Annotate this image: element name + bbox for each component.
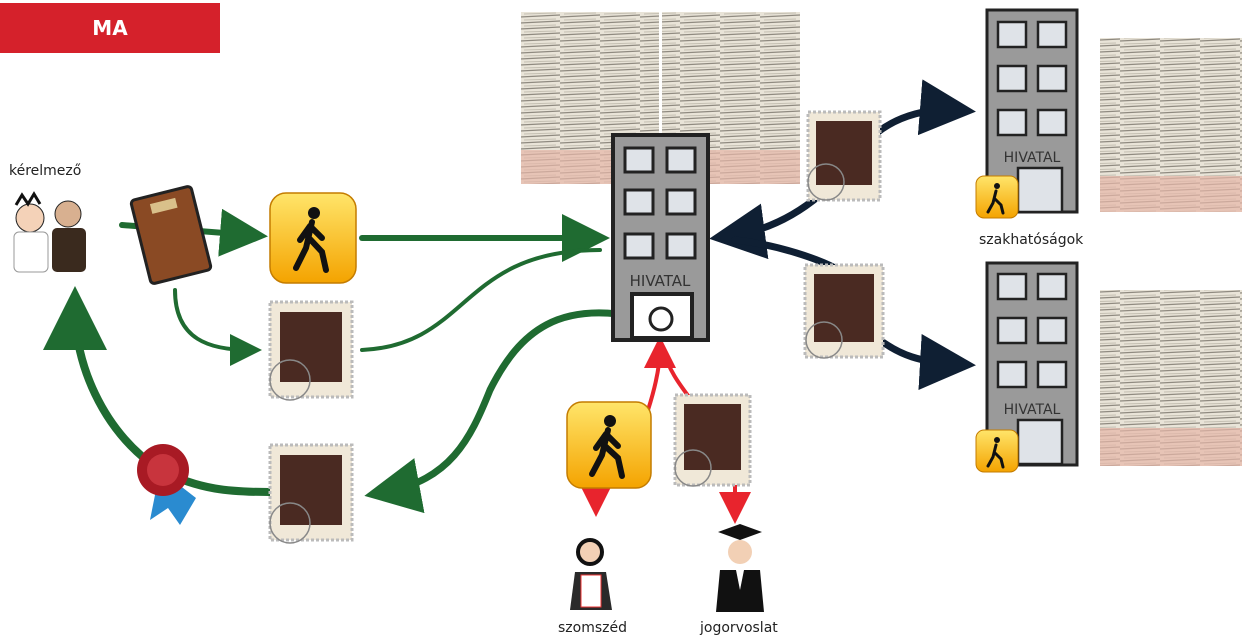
stamp-icon	[673, 393, 752, 487]
stamp-icon	[806, 110, 882, 202]
authority-building-top-label: HIVATAL	[1004, 150, 1061, 166]
appeal-label: jogorvoslat	[700, 620, 778, 636]
stamp-icon	[268, 300, 354, 401]
neighbor-icon	[570, 538, 612, 610]
paper-stack-icon	[1100, 38, 1242, 212]
folder-icon	[129, 185, 213, 285]
paper-stack-icon	[1100, 290, 1242, 466]
lawyer-icon	[716, 524, 764, 612]
seal-icon	[137, 444, 196, 525]
stamp-icon	[268, 443, 354, 544]
stamp-icon	[803, 263, 885, 359]
pedestrian-icon	[269, 192, 357, 284]
authority-building-bottom-label: HIVATAL	[1004, 402, 1061, 418]
pedestrian-icon	[975, 429, 1019, 473]
pedestrian-icon	[566, 401, 652, 489]
applicant-icon	[13, 191, 86, 273]
title-banner: MA	[0, 3, 220, 53]
main-building: HIVATAL	[611, 133, 710, 342]
banner-label: MA	[92, 16, 128, 40]
authorities-label: szakhatóságok	[979, 232, 1084, 248]
neighbor-label: szomszéd	[558, 620, 627, 636]
main-building-label: HIVATAL	[630, 272, 691, 290]
applicant-label: kérelmező	[9, 163, 82, 179]
pedestrian-icon	[975, 175, 1019, 219]
